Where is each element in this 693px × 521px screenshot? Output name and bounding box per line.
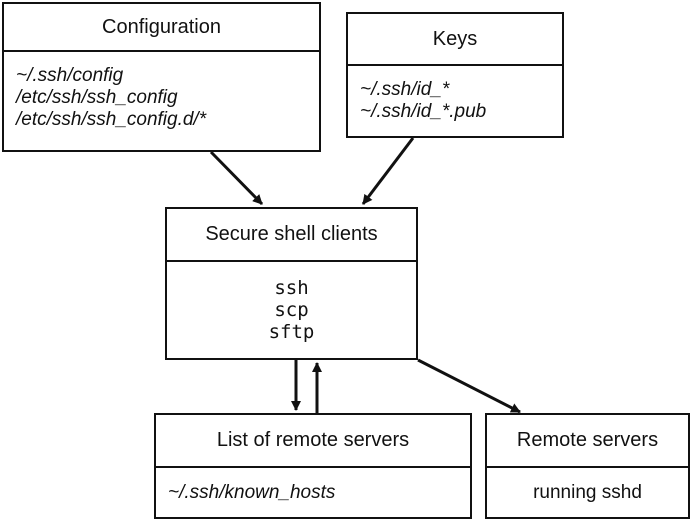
arrow-keys-to-clients xyxy=(361,137,415,205)
clients-title: Secure shell clients xyxy=(167,209,416,262)
key-path: ~/.ssh/id_*.pub xyxy=(360,101,487,122)
known-hosts-path: ~/.ssh/known_hosts xyxy=(156,468,470,504)
config-path: /etc/ssh/ssh_config.d/* xyxy=(16,109,207,130)
arrow-config-to-clients xyxy=(209,150,264,206)
remote-status-text: running sshd xyxy=(533,482,642,503)
config-path: ~/.ssh/config xyxy=(16,65,124,86)
remote-servers-box: Remote servers running sshd xyxy=(485,413,690,519)
known-hosts-box: List of remote servers ~/.ssh/known_host… xyxy=(154,413,472,519)
known-hosts-title: List of remote servers xyxy=(156,415,470,468)
keys-title: Keys xyxy=(348,14,562,66)
configuration-title: Configuration xyxy=(4,4,319,52)
keys-paths: ~/.ssh/id_* ~/.ssh/id_*.pub xyxy=(348,66,562,123)
remote-servers-status: running sshd xyxy=(487,468,688,504)
clients-box: Secure shell clients ssh scp sftp xyxy=(165,207,418,360)
client-command: scp xyxy=(274,299,309,321)
key-path: ~/.ssh/id_* xyxy=(360,79,450,100)
known-hosts-path-text: ~/.ssh/known_hosts xyxy=(168,482,336,503)
keys-box: Keys ~/.ssh/id_* ~/.ssh/id_*.pub xyxy=(346,12,564,138)
arrow-clients-to-remote xyxy=(417,358,521,414)
configuration-box: Configuration ~/.ssh/config /etc/ssh/ssh… xyxy=(2,2,321,152)
configuration-paths: ~/.ssh/config /etc/ssh/ssh_config /etc/s… xyxy=(4,52,319,131)
client-command: ssh xyxy=(274,277,309,299)
config-path: /etc/ssh/ssh_config xyxy=(16,87,178,108)
clients-commands: ssh scp sftp xyxy=(167,262,416,343)
client-command: sftp xyxy=(268,321,315,343)
remote-servers-title: Remote servers xyxy=(487,415,688,468)
